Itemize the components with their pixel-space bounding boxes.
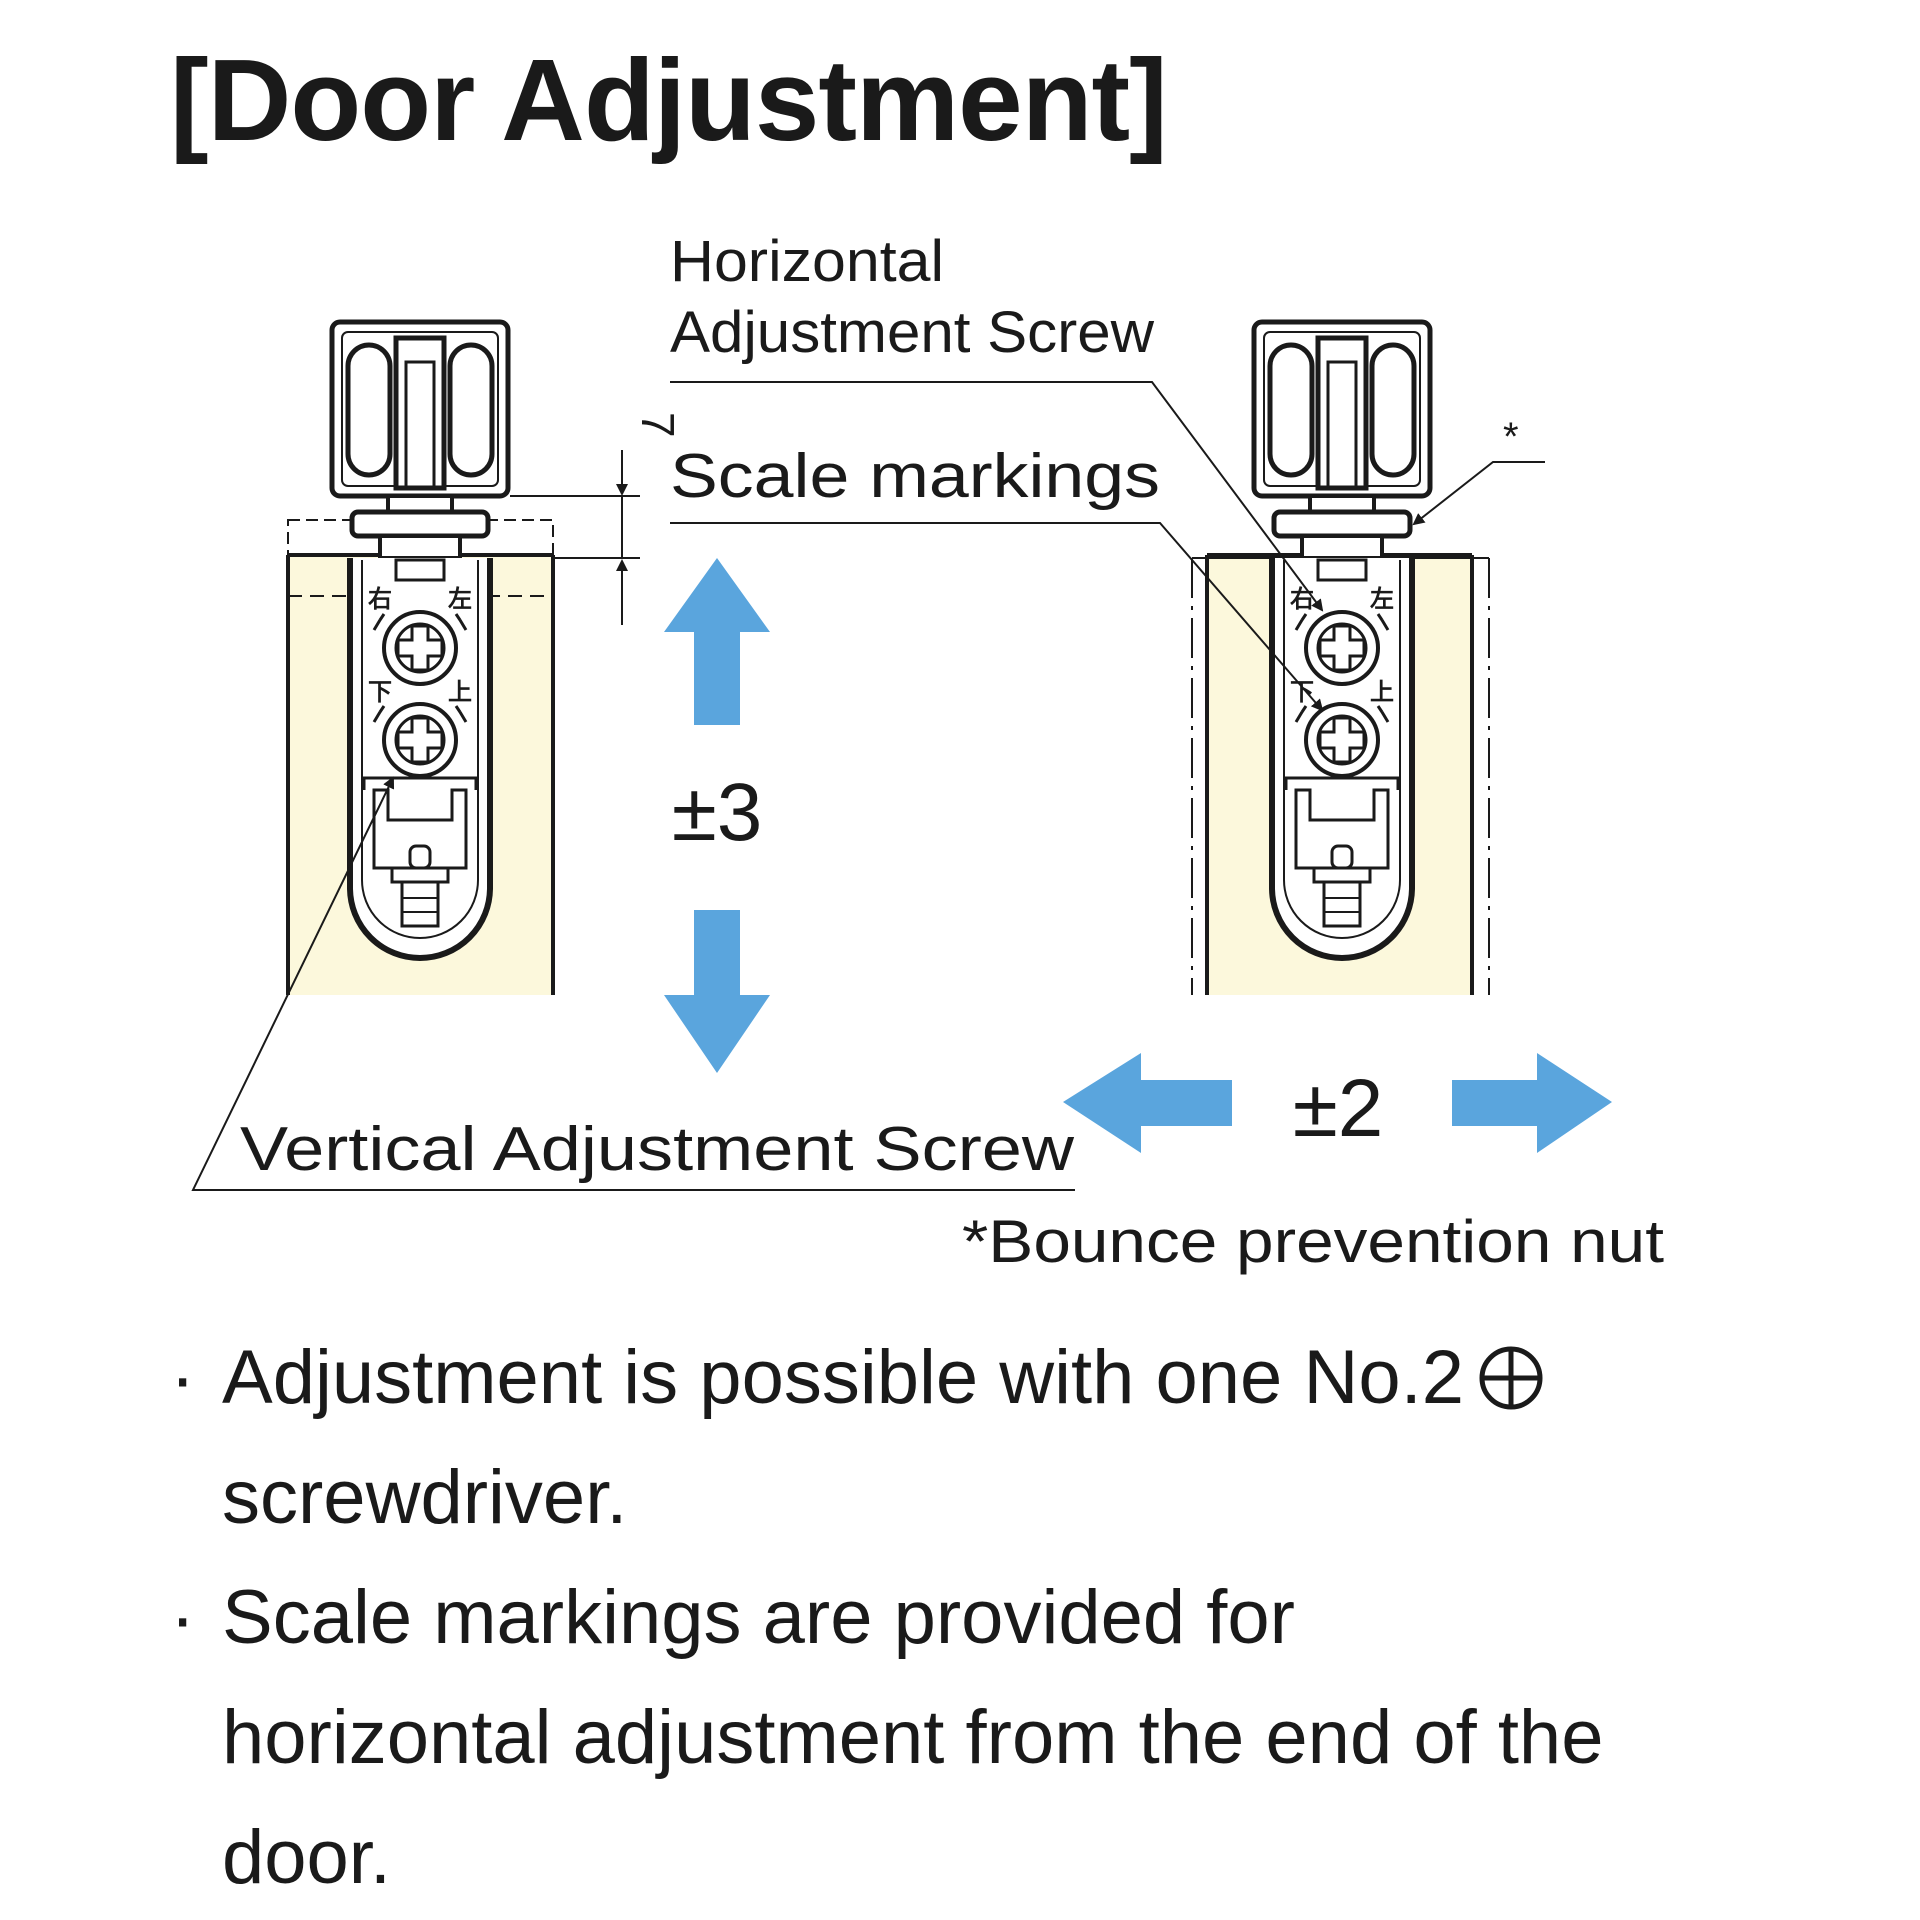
right-horizontal-screw-icon: 右 左	[1290, 586, 1394, 686]
mark-up: 上	[1370, 679, 1394, 706]
left-lower-mechanism	[362, 776, 478, 928]
note-item: · Adjustment is possible with one No.2 s…	[170, 1318, 1870, 1558]
right-arrow-icon	[1452, 1053, 1612, 1153]
vertical-range-label: ±3	[672, 767, 763, 858]
mark-down: 下	[1290, 679, 1314, 706]
phillips-screwdriver-icon	[1479, 1346, 1543, 1410]
bounce-nut-label: *Bounce prevention nut	[962, 1208, 1664, 1275]
horizontal-screw-label-line2: Adjustment Screw	[670, 300, 1155, 365]
door-adjustment-diagram: 右 左 下 上 7	[191, 229, 1664, 1275]
page-title: [Door Adjustment]	[170, 35, 1168, 165]
horizontal-range-arrows: ±2	[1063, 1053, 1612, 1154]
mark-right: 右	[1290, 586, 1314, 613]
vertical-screw-label: Vertical Adjustment Screw	[240, 1115, 1074, 1184]
down-arrow-icon	[664, 910, 770, 1073]
note-1-line-1: Adjustment is possible with one No.2	[222, 1335, 1464, 1420]
left-door-fitting: 右 左 下 上	[286, 319, 555, 995]
left-horizontal-screw-icon: 右 左	[368, 586, 472, 686]
note-2-line-1: Scale markings are provided for	[222, 1575, 1295, 1660]
mark-left: 左	[448, 586, 472, 613]
callouts: Horizontal Adjustment Screw Scale markin…	[191, 229, 1664, 1275]
mark-up: 上	[448, 679, 472, 706]
asterisk-label: *	[1503, 415, 1519, 459]
mark-down: 下	[368, 679, 392, 706]
left-vertical-screw-icon: 下 上	[368, 679, 472, 778]
left-arrow-icon	[1063, 1053, 1232, 1153]
mark-right: 右	[368, 586, 392, 613]
right-roller	[1251, 319, 1433, 560]
note-item: · Scale markings are provided for horizo…	[170, 1558, 1870, 1918]
vertical-range-arrows: ±3	[664, 558, 770, 1073]
note-2-line-2: horizontal adjustment from the end of th…	[222, 1695, 1604, 1780]
mark-left: 左	[1370, 586, 1394, 613]
scale-markings-leader	[670, 522, 1324, 712]
left-roller	[329, 319, 511, 560]
dimension-7-label: 7	[632, 412, 684, 438]
bounce-nut-leader	[1412, 461, 1545, 526]
notes-list: · Adjustment is possible with one No.2 s…	[170, 1318, 1870, 1918]
bullet: ·	[170, 1335, 196, 1420]
up-arrow-icon	[664, 558, 770, 725]
scale-markings-label: Scale markings	[670, 442, 1160, 511]
horizontal-range-label: ±2	[1293, 1063, 1384, 1154]
right-lower-mechanism	[1284, 776, 1400, 928]
dimension-7: 7	[510, 412, 684, 625]
vertical-screw-leader	[191, 776, 1075, 1191]
horizontal-screw-label-line1: Horizontal	[670, 229, 944, 294]
bullet: ·	[170, 1575, 196, 1660]
note-2-line-3: door.	[222, 1815, 392, 1900]
note-1-line-2: screwdriver.	[222, 1455, 628, 1540]
horizontal-screw-leader	[670, 381, 1324, 612]
right-vertical-screw-icon: 下 上	[1290, 679, 1394, 778]
right-door-fitting: 右 左 下 上	[1191, 319, 1490, 995]
